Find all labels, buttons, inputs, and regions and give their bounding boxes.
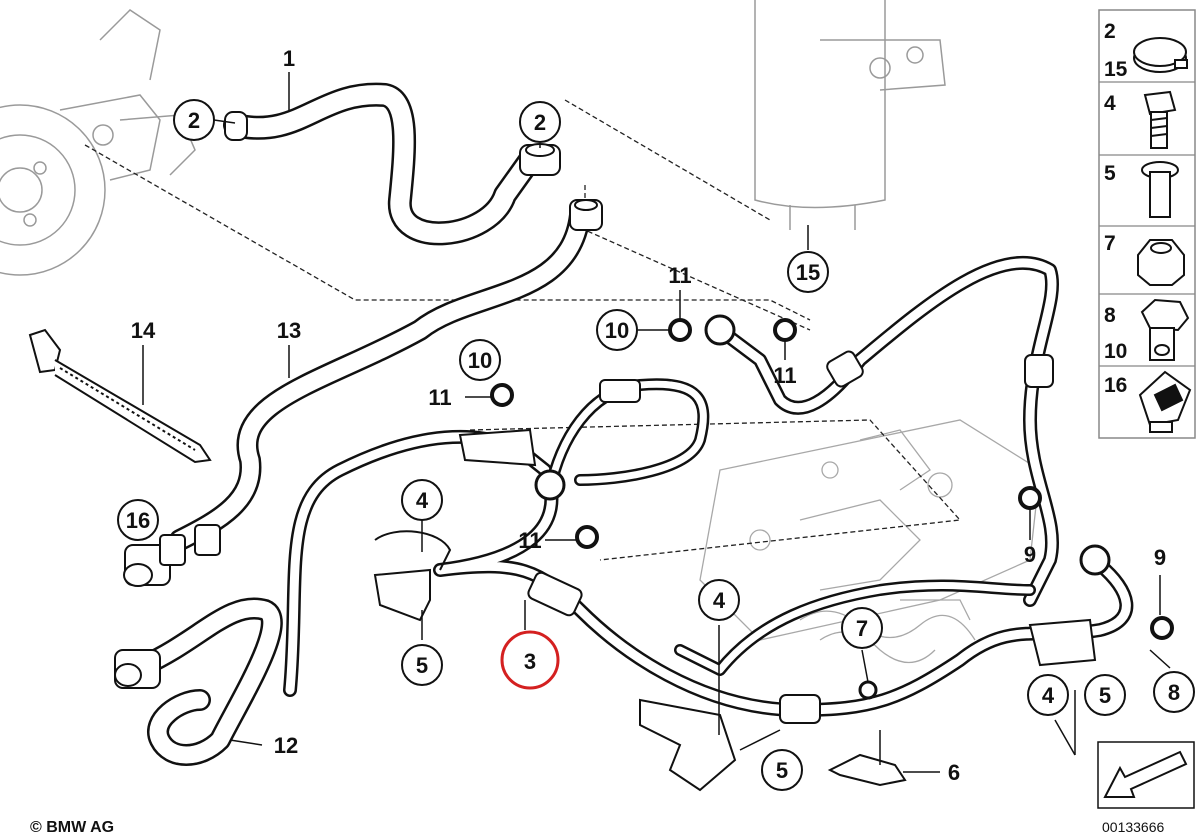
callout-13: 13 — [277, 318, 301, 343]
legend-5: 5 — [1104, 162, 1116, 185]
hose-1 — [223, 82, 542, 246]
callout-3-highlight — [500, 630, 560, 690]
hose-clamp-icon — [1133, 37, 1188, 73]
nut-icon — [1137, 239, 1185, 286]
legend-4: 4 — [1104, 92, 1116, 115]
callout-7: 7 — [856, 616, 868, 641]
brackets — [373, 428, 1097, 792]
callout-5c: 5 — [1099, 683, 1111, 708]
callout-12: 12 — [274, 733, 298, 758]
callout-2a-circle — [173, 99, 215, 141]
hose-12 — [134, 597, 283, 766]
hoses — [134, 82, 1134, 766]
legend-15: 15 — [1104, 58, 1128, 81]
diagram-number: 00133666 — [1102, 819, 1165, 835]
callouts: 1 2 2 15 11 10 11 10 11 11 14 13 16 4 5 … — [117, 46, 1195, 791]
callout-1: 1 — [283, 46, 295, 71]
callout-16-circle — [117, 499, 159, 541]
callout-8-circle — [1153, 671, 1195, 713]
callout-4c-circle — [1027, 674, 1069, 716]
callout-11b: 11 — [773, 363, 796, 388]
callout-10b-circle — [459, 339, 501, 381]
callout-4b-circle — [698, 579, 740, 621]
callout-2b: 2 — [534, 110, 546, 135]
arrow-icon — [1103, 750, 1188, 798]
callout-2b-circle — [519, 101, 561, 143]
callout-16: 16 — [126, 508, 150, 533]
callout-4a: 4 — [416, 488, 429, 513]
legend-7: 7 — [1104, 232, 1116, 255]
callout-5a-circle — [401, 644, 443, 686]
callout-4a-circle — [401, 479, 443, 521]
hose-loop — [544, 378, 710, 496]
callout-14: 14 — [131, 318, 156, 343]
hose-13 — [169, 204, 591, 551]
callout-8: 8 — [1168, 680, 1180, 705]
callout-7-circle — [841, 607, 883, 649]
cable-tie-14 — [28, 328, 212, 464]
direction-arrow-box — [1097, 741, 1195, 809]
banjo-bolt-icon — [1140, 298, 1190, 361]
power-steering-pump-sketch — [0, 9, 196, 276]
callout-3: 3 — [524, 649, 536, 674]
return-line — [713, 255, 1060, 607]
callout-10a: 10 — [605, 318, 629, 343]
reservoir-sketch — [754, 0, 946, 230]
callout-11a: 11 — [668, 263, 691, 288]
callout-11d: 11 — [518, 528, 541, 553]
callout-2a: 2 — [188, 108, 200, 133]
callout-9a: 9 — [1024, 542, 1036, 567]
bolt-icon — [1143, 90, 1177, 149]
callout-4c: 4 — [1042, 683, 1055, 708]
copyright: © BMW AG — [30, 819, 114, 836]
leader-lines — [142, 72, 1171, 773]
callout-9b: 9 — [1154, 545, 1166, 570]
lower-line — [674, 579, 1036, 676]
callout-10b: 10 — [468, 348, 492, 373]
legend-16: 16 — [1104, 374, 1127, 397]
callout-4b: 4 — [713, 588, 726, 613]
callout-15: 15 — [796, 260, 820, 285]
callout-5b-circle — [761, 749, 803, 791]
callout-5b: 5 — [776, 758, 788, 783]
callout-5c-circle — [1084, 674, 1126, 716]
rivet-icon — [1141, 161, 1179, 218]
legend-10: 10 — [1104, 340, 1127, 363]
legend-panel: 2 15 4 5 7 8 10 16 — [1098, 9, 1196, 439]
callout-10a-circle — [596, 309, 638, 351]
quick-connector-icon — [1138, 370, 1192, 433]
callout-5a: 5 — [416, 653, 428, 678]
legend-8: 8 — [1104, 304, 1116, 327]
callout-15-circle — [787, 251, 829, 293]
legend-2: 2 — [1104, 20, 1116, 43]
callout-11c: 11 — [428, 385, 451, 410]
callout-6: 6 — [948, 760, 960, 785]
washers — [490, 314, 1174, 700]
